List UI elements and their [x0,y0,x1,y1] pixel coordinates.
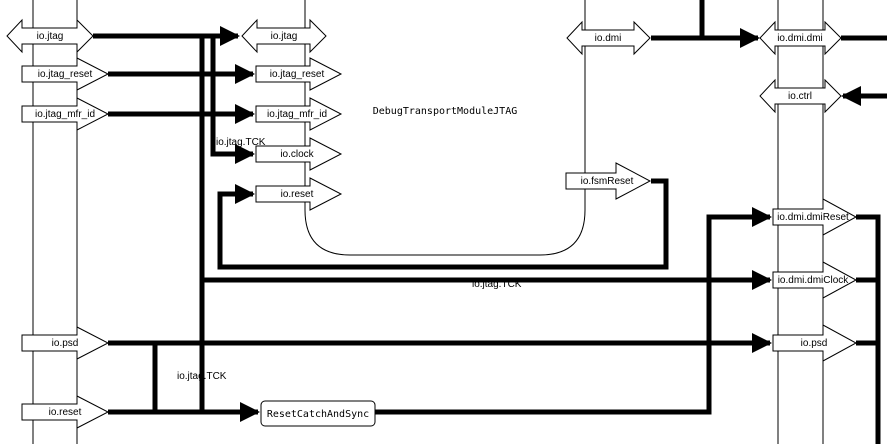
port-dtm-clock: io.clock [255,137,343,171]
port-dtm-jtag-mfr-id: io.jtag_mfr_id [255,97,343,131]
wire-dmi-reset-out [856,214,881,283]
port-right-dmi-reset: io.dmi.dmiReset [772,198,858,236]
port-right-dmi-clock-label: io.dmi.dmiClock [778,275,850,286]
port-dtm-jtag: io.jtag [241,18,327,54]
port-left-reset: io.reset [21,395,110,429]
port-dtm-fsm-reset: io.fsmReset [565,162,652,200]
port-left-psd: io.psd [21,326,110,360]
port-dtm-clock-label: io.clock [280,149,314,160]
wire-dmi-reset [375,207,772,415]
port-dtm-fsm-reset-label: io.fsmReset [581,176,634,187]
port-left-jtag: io.jtag [6,18,94,54]
port-dtm-jtag-label: io.jtag [271,31,298,42]
port-right-ctrl-label: io.ctrl [788,91,812,102]
wire-tck-clock [210,36,255,164]
port-right-psd-label: io.psd [801,338,828,349]
port-left-jtag-reset-label: io.jtag_reset [38,69,93,80]
reset-sync-module-title: ResetCatchAndSync [267,409,369,420]
port-right-ctrl: io.ctrl [759,78,842,114]
port-right-dmi: io.dmi.dmi [759,20,842,56]
port-left-jtag-label: io.jtag [37,31,64,42]
port-dtm-dmi: io.dmi [566,20,651,56]
port-dtm-dmi-label: io.dmi [595,33,622,44]
wires [93,0,887,444]
wire-label-tck-reset-sync: io.jtag.TCK [177,371,227,382]
port-dtm-jtag-reset: io.jtag_reset [255,57,343,91]
port-dtm-reset: io.reset [255,177,343,211]
dtm-module-body [304,0,586,256]
port-right-psd: io.psd [772,324,858,362]
port-right-dmi-clock: io.dmi.dmiClock [772,261,858,299]
wire-fsm-reset [217,178,669,270]
port-right-dmi-label: io.dmi.dmi [777,33,823,44]
port-left-jtag-reset: io.jtag_reset [21,57,110,91]
wire-label-tck-clock: io.jtag.TCK [216,137,266,148]
port-dtm-reset-label: io.reset [281,189,314,200]
port-right-dmi-reset-label: io.dmi.dmiReset [777,212,849,223]
port-left-jtag-mfr-id-label: io.jtag_mfr_id [35,109,95,120]
wire-psd-out [856,340,881,444]
port-left-jtag-mfr-id: io.jtag_mfr_id [21,97,110,131]
port-left-psd-label: io.psd [52,338,79,349]
port-dtm-jtag-mfr-id-label: io.jtag_mfr_id [267,109,327,120]
port-left-reset-label: io.reset [49,407,82,418]
port-dtm-jtag-reset-label: io.jtag_reset [270,69,325,80]
dtm-module-title: DebugTransportModuleJTAG [373,106,518,117]
wire-label-tck-dmi-clock: io.jtag.TCK [472,279,522,290]
